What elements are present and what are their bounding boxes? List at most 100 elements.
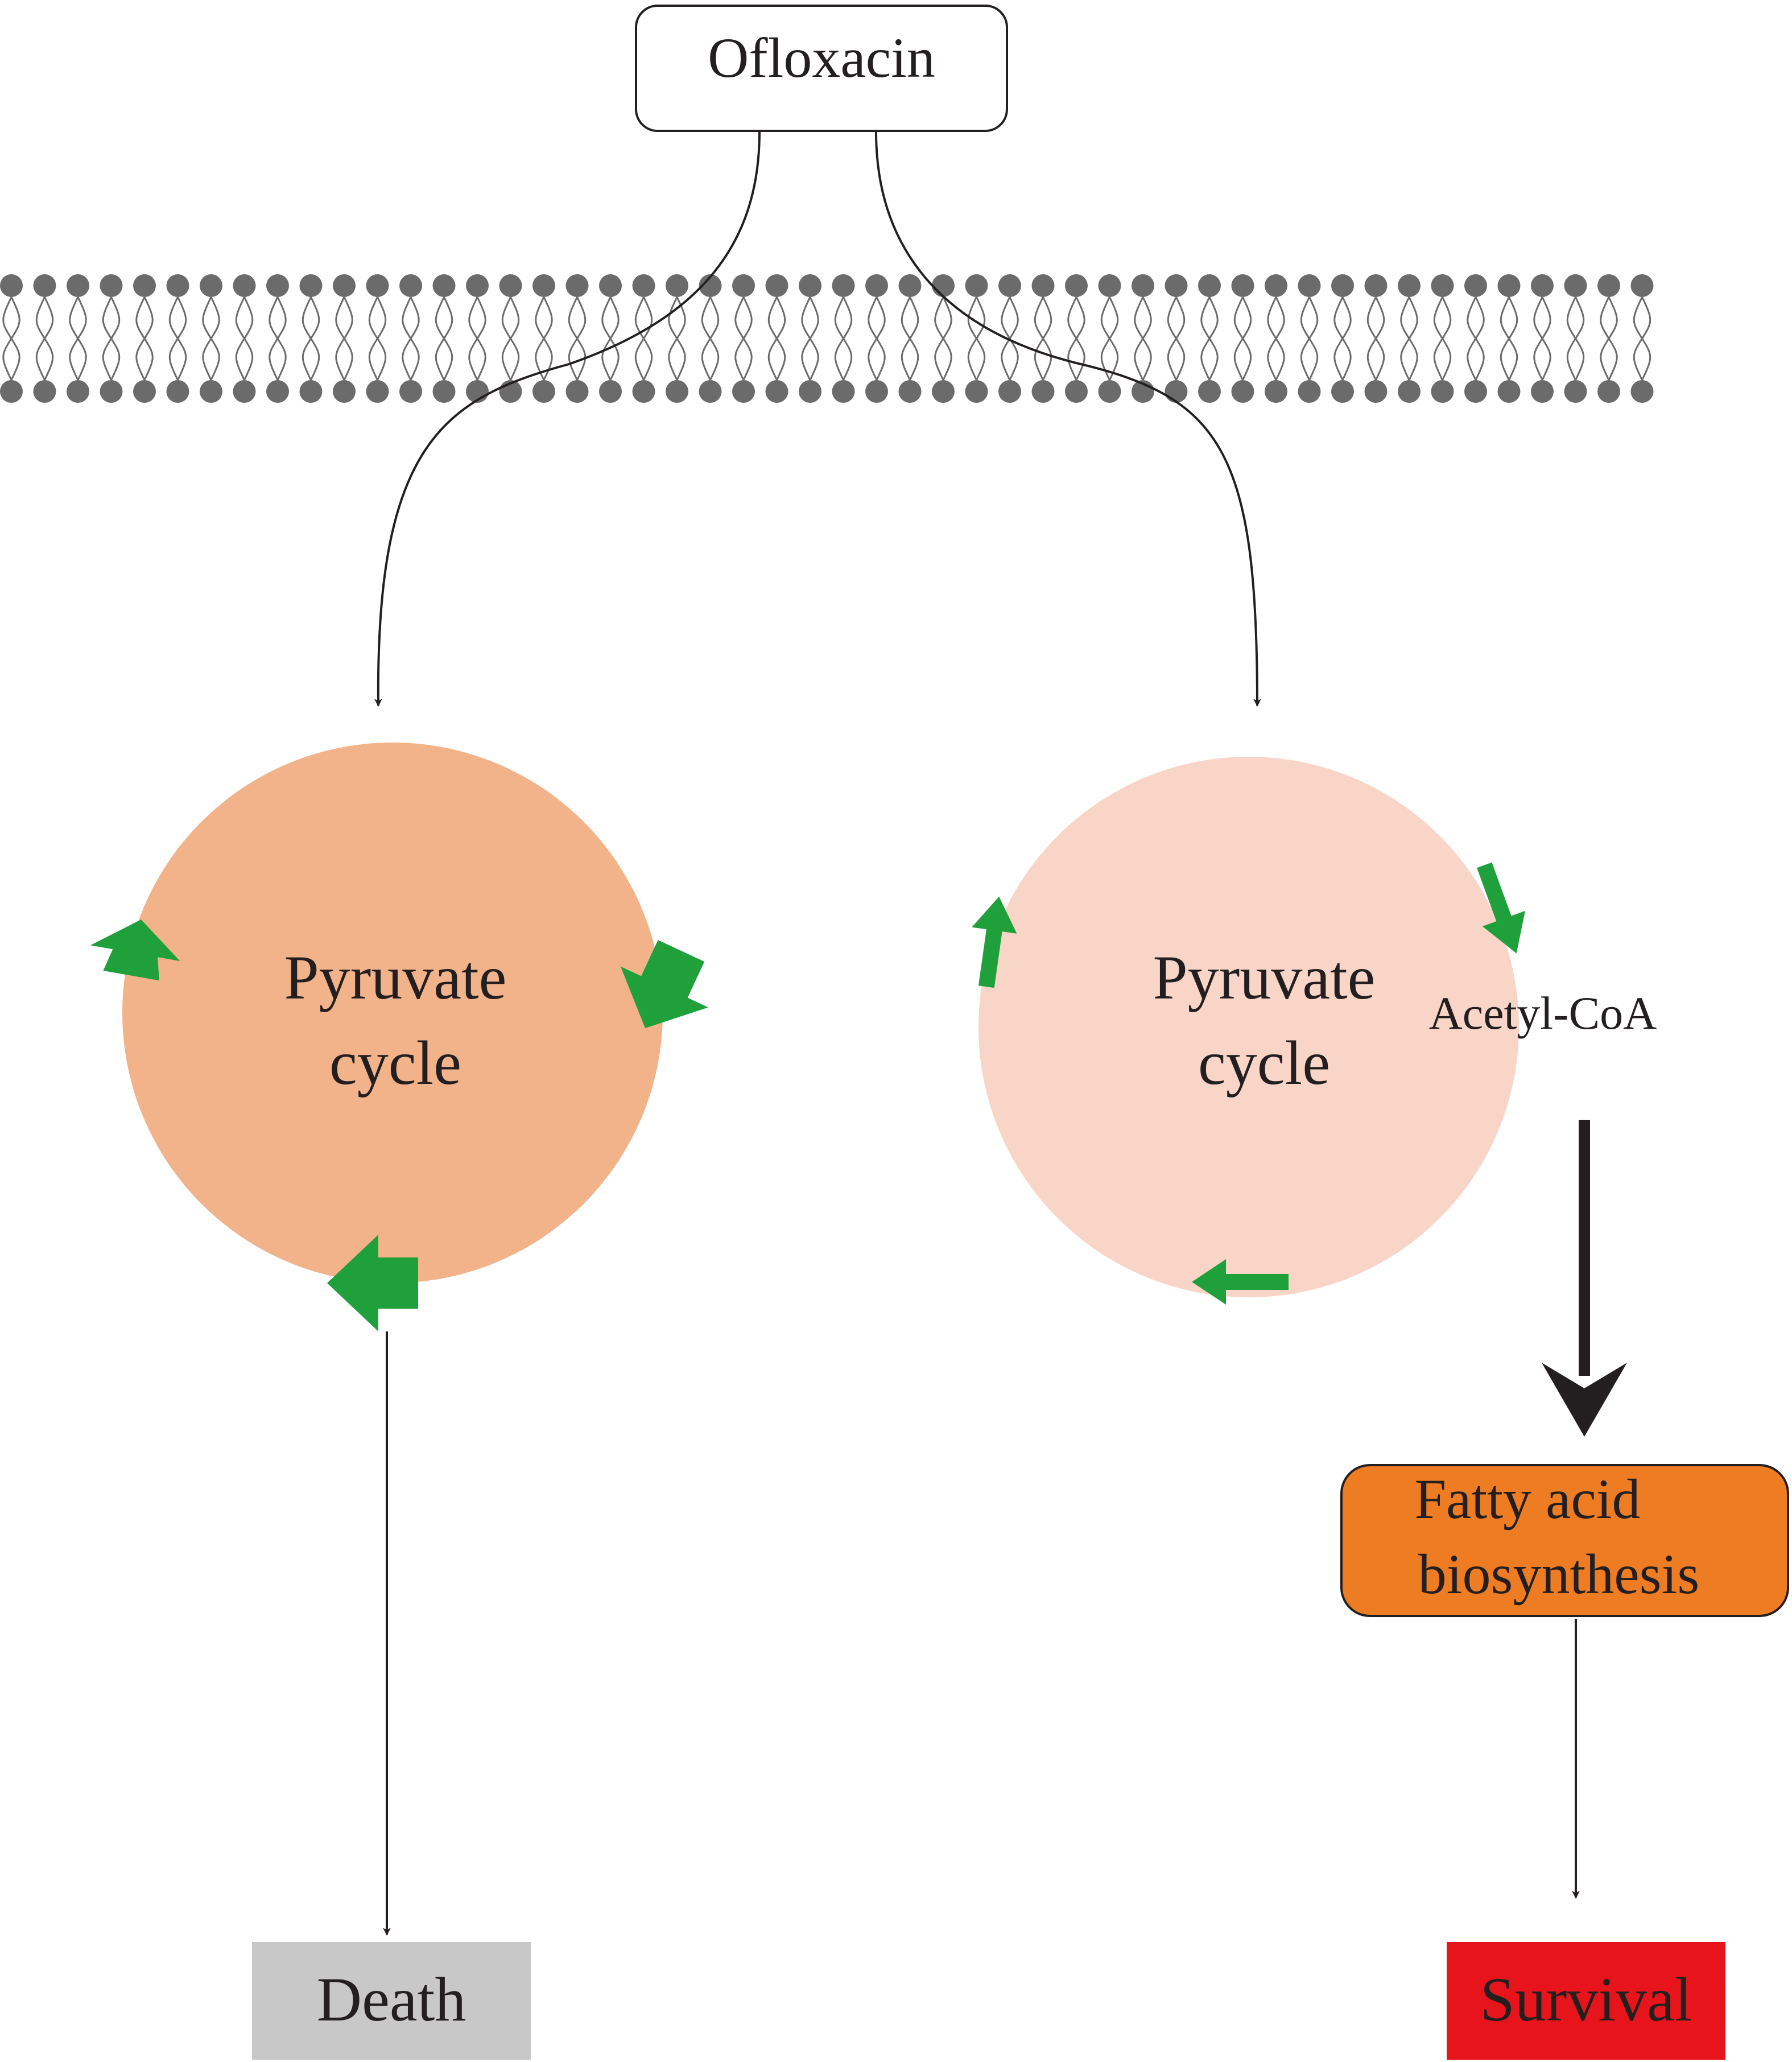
lipid-head	[166, 274, 189, 297]
lipid-tail	[1200, 296, 1219, 381]
lipid-head	[799, 274, 821, 297]
lipid-tail	[2, 296, 20, 381]
lipid-head	[399, 274, 422, 297]
right-cycle-circle	[978, 757, 1519, 1297]
lipid-tail	[435, 296, 453, 381]
right-cycle-label-line1: Pyruvate	[1153, 943, 1375, 1012]
lipid-head	[1364, 380, 1388, 403]
arrow-acetyl-coa-to-fatty-acid	[1542, 1120, 1627, 1437]
lipid-head	[1031, 274, 1055, 297]
lipid-head	[1098, 274, 1121, 297]
lipid-tail	[1300, 296, 1319, 381]
lipid-head	[1331, 274, 1354, 297]
lipid-tail	[701, 296, 720, 381]
ofloxacin-label: Ofloxacin	[708, 26, 935, 89]
lipid-head	[1564, 380, 1587, 403]
lipid-head	[666, 274, 688, 297]
lipid-head	[865, 380, 888, 403]
lipid-tail	[102, 296, 121, 381]
lipid-tail	[269, 296, 287, 381]
lipid-head	[1497, 380, 1521, 403]
lipid-head	[0, 380, 23, 403]
lipid-head	[932, 380, 955, 403]
fatty-acid-label-line2: biosynthesis	[1418, 1543, 1699, 1606]
fatty-acid-biosynthesis-node: Fatty acid biosynthesis	[1340, 1464, 1789, 1617]
lipid-tail	[1600, 296, 1618, 381]
fatty-acid-label-line1: Fatty acid	[1414, 1467, 1640, 1531]
lipid-head	[399, 380, 422, 403]
lipid-head	[998, 380, 1021, 403]
lipid-head	[599, 274, 622, 297]
left-cycle-label-line2: cycle	[329, 1028, 461, 1098]
lipid-tail	[634, 296, 653, 381]
lipid-head	[1265, 274, 1287, 297]
lipid-head	[499, 274, 522, 297]
lipid-tail	[834, 296, 853, 381]
lipid-head	[1098, 380, 1121, 403]
left-cycle-label-line1: Pyruvate	[284, 943, 506, 1012]
lipid-head	[898, 274, 922, 297]
right-cycle-down-arrow-icon	[1477, 862, 1526, 954]
lipid-tail	[235, 296, 254, 381]
lipid-tail	[1034, 296, 1052, 381]
lipid-head	[100, 274, 123, 297]
lipid-head	[233, 274, 256, 297]
lipid-head	[799, 380, 821, 403]
lipid-head	[133, 380, 156, 403]
lipid-tail	[535, 296, 553, 381]
lipid-head	[366, 380, 389, 403]
lipid-head	[1398, 380, 1421, 403]
lipid-head	[832, 380, 855, 403]
lipid-head	[1065, 274, 1088, 297]
lipid-head	[565, 274, 589, 297]
lipid-tail	[1100, 296, 1119, 381]
lipid-head	[266, 380, 289, 403]
arrow-ofloxacin-to-left-cycle	[374, 131, 761, 707]
lipid-head	[1630, 380, 1654, 403]
ofloxacin-node: Ofloxacin	[635, 5, 1008, 132]
arrow-ofloxacin-to-right-cycle	[875, 131, 1261, 707]
lipid-tail	[501, 296, 520, 381]
lipid-head	[1564, 274, 1587, 297]
right-cycle-label-line2: cycle	[1198, 1028, 1330, 1098]
lipid-head	[366, 274, 389, 297]
survival-node: Survival	[1447, 1942, 1725, 2060]
lipid-tail	[1233, 296, 1252, 381]
lipid-head	[166, 380, 189, 403]
lipid-head	[765, 274, 788, 297]
lipid-tail	[1333, 296, 1352, 381]
lipid-tail	[368, 296, 387, 381]
lipid-tail	[1433, 296, 1452, 381]
lipid-head	[1031, 380, 1055, 403]
lipid-head	[1431, 380, 1454, 403]
lipid-tail	[967, 296, 986, 381]
lipid-head	[732, 274, 755, 297]
lipid-head	[1298, 380, 1321, 403]
lipid-tail	[767, 296, 786, 381]
lipid-head	[1597, 380, 1620, 403]
lipid-tail	[1167, 296, 1186, 381]
lipid-tail	[135, 296, 154, 381]
lipid-head	[1531, 380, 1554, 403]
lipid-head	[33, 380, 56, 403]
lipid-head	[333, 380, 356, 403]
lipid-tail	[402, 296, 420, 381]
lipid-tail	[1500, 296, 1518, 381]
lipid-head	[432, 274, 456, 297]
lipid-head	[333, 274, 356, 297]
lipid-tail	[1400, 296, 1418, 381]
lipid-head	[865, 274, 888, 297]
lipid-tail	[168, 296, 187, 381]
lipid-head	[932, 274, 955, 297]
lipid-head	[133, 274, 156, 297]
lipid-tail	[1633, 296, 1651, 381]
lipid-tail	[901, 296, 919, 381]
lipid-tail	[601, 296, 620, 381]
lipid-head	[1298, 274, 1321, 297]
lipid-head	[1132, 274, 1154, 297]
lipid-head	[599, 380, 622, 403]
lipid-head	[33, 274, 56, 297]
right-cycle-left-arrow-icon	[1192, 1259, 1289, 1305]
lipid-head	[666, 380, 688, 403]
lipid-head	[632, 380, 655, 403]
